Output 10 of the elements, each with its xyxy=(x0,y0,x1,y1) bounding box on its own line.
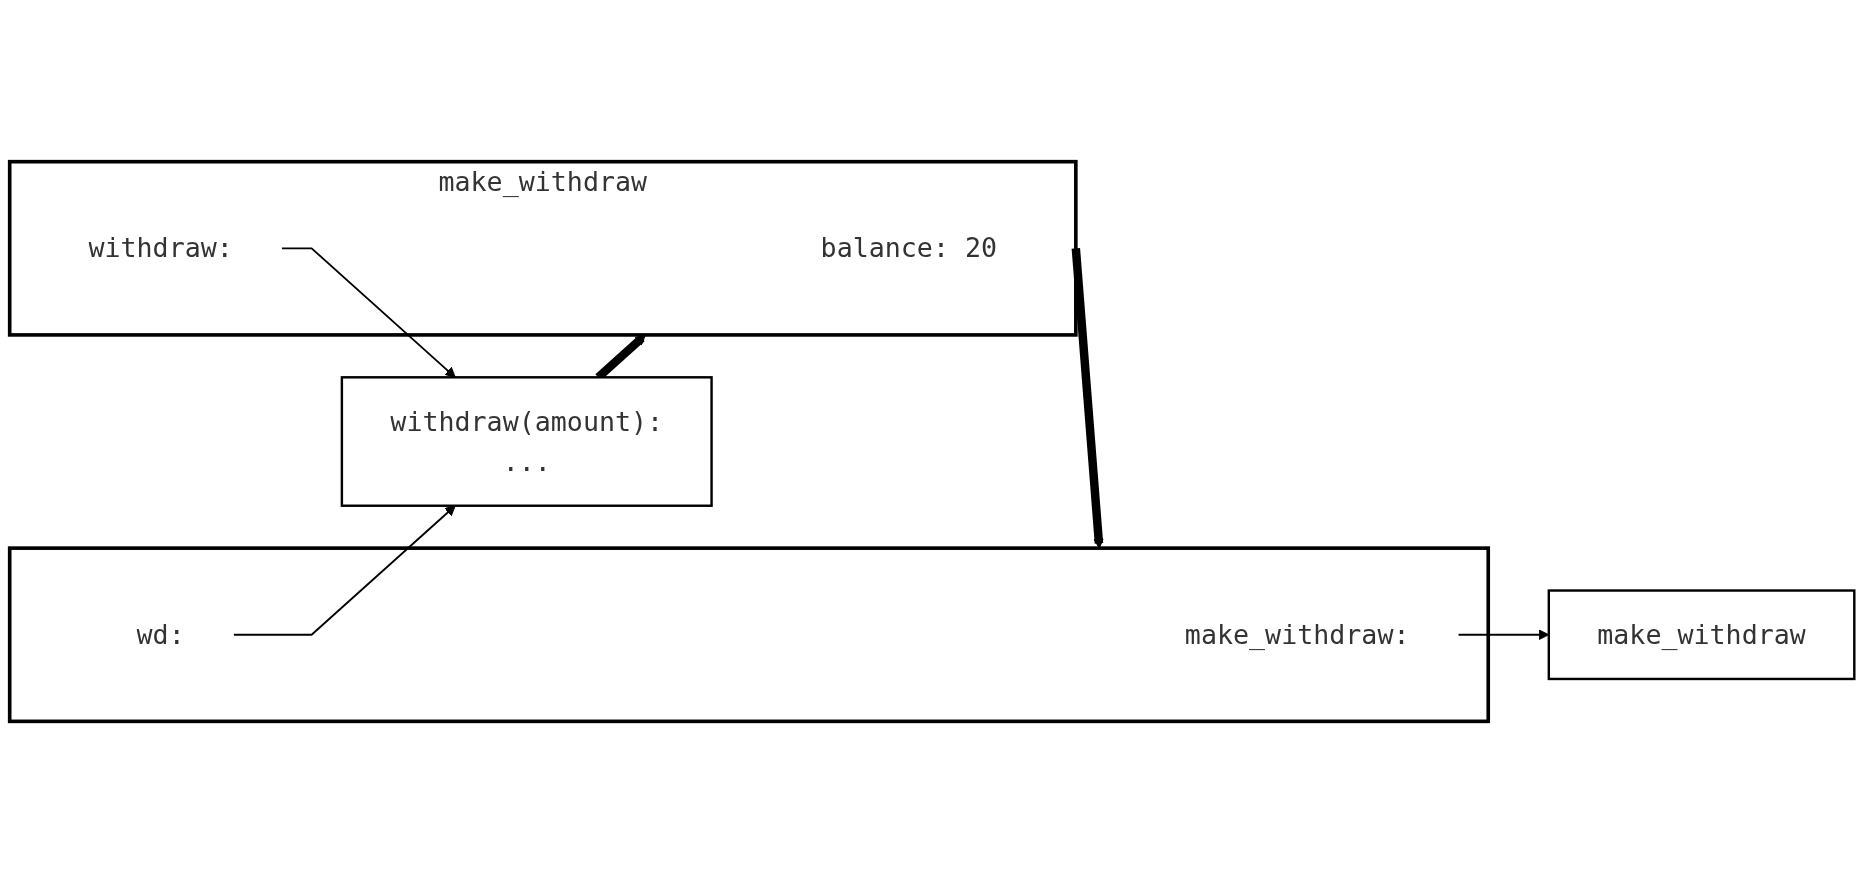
node-text: withdraw: xyxy=(88,233,233,264)
node-text: balance: 20 xyxy=(820,233,998,264)
node-box: make_withdraw xyxy=(1547,589,1856,681)
node-box: withdraw(amount): ... xyxy=(340,376,713,508)
node-text: wd: xyxy=(136,620,185,651)
node-text: make_withdraw: xyxy=(1184,620,1410,651)
cluster xyxy=(7,546,1491,724)
node-label: make_withdraw xyxy=(438,167,648,198)
cluster xyxy=(7,160,1078,338)
arrow xyxy=(1071,248,1104,550)
